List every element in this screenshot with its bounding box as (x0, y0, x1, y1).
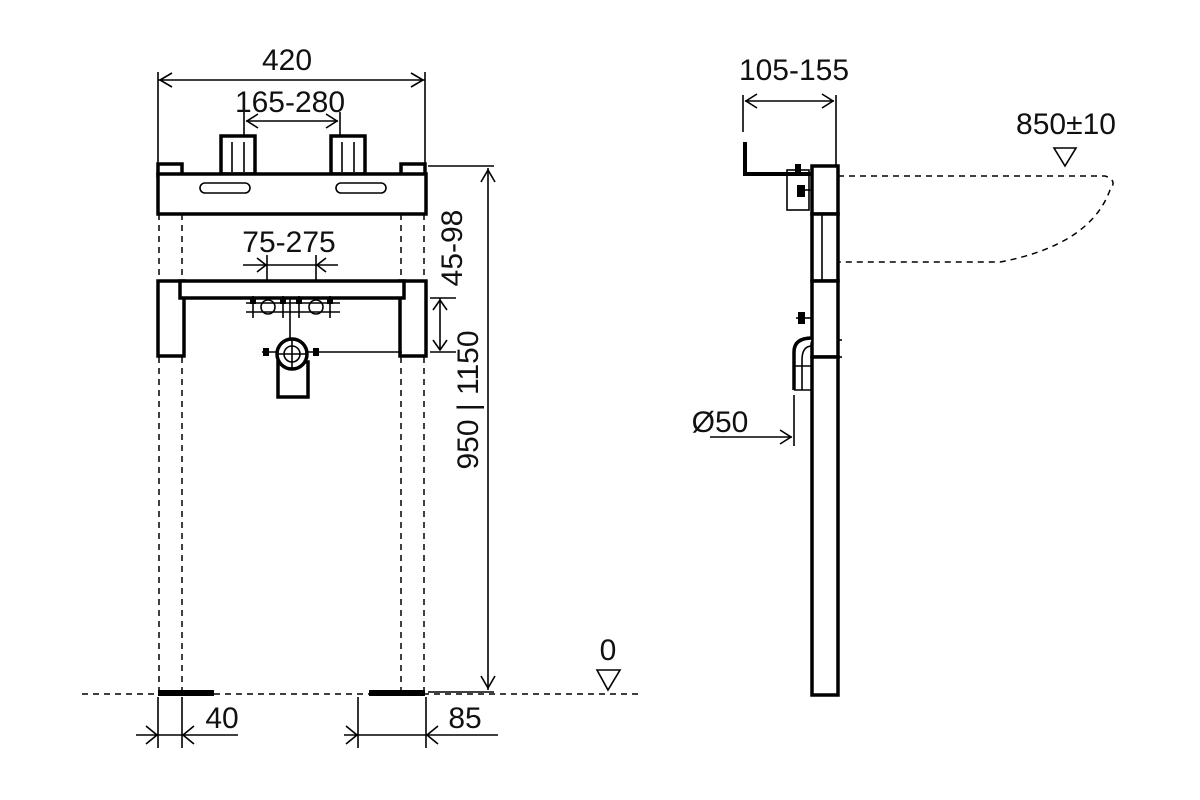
tap-spacing-dimension: 165-280 (235, 86, 345, 135)
foot-left-label: 40 (205, 702, 238, 735)
basin-outline (838, 175, 1114, 263)
wall-bracket (743, 142, 812, 211)
tap-spacing-label: 165-280 (235, 86, 345, 119)
top-adjust-label: 45-98 (436, 210, 469, 287)
tap-connection-right (329, 134, 367, 176)
slot-right (335, 182, 387, 194)
depth-adjust-label: 105-155 (739, 54, 849, 87)
frame-height-label: 950 | 1150 (452, 330, 485, 469)
middle-bracket (156, 279, 428, 358)
side-supply-valve (796, 312, 812, 324)
foot-right-label: 85 (448, 702, 481, 735)
foot-left-dimension: 40 (136, 697, 239, 748)
floor-level-label: 0 (600, 634, 617, 667)
side-waste-trap (792, 336, 813, 391)
top-mounting-rail (156, 162, 428, 216)
waste-diameter-label: Ø50 (692, 406, 749, 439)
waste-outlet (262, 337, 402, 399)
frame-height-dimension: 950 | 1150 (428, 165, 496, 693)
depth-adjust-dimension: 105-155 (739, 54, 849, 165)
front-view: 420 165-280 (82, 44, 640, 748)
basin-height-label: 850±10 (1016, 108, 1116, 141)
supply-spacing-dimension: 75-275 (242, 226, 338, 285)
basin-height-marker: 850±10 (1016, 108, 1116, 168)
foot-right-dimension: 85 (344, 697, 498, 748)
waste-diameter-dimension: Ø50 (692, 395, 795, 446)
supply-spacing-label: 75-275 (242, 226, 335, 259)
overall-width-label: 420 (262, 44, 312, 77)
floor-level-marker: 0 (595, 634, 622, 692)
overall-width-dimension: 420 (157, 44, 426, 165)
side-view: 105-155 850±10 (692, 54, 1116, 697)
frame-profile (810, 164, 842, 697)
supply-clamps (246, 296, 340, 345)
tap-connection-left (219, 134, 257, 176)
slot-left (199, 182, 251, 194)
top-adjust-dimension: 45-98 (430, 210, 469, 353)
